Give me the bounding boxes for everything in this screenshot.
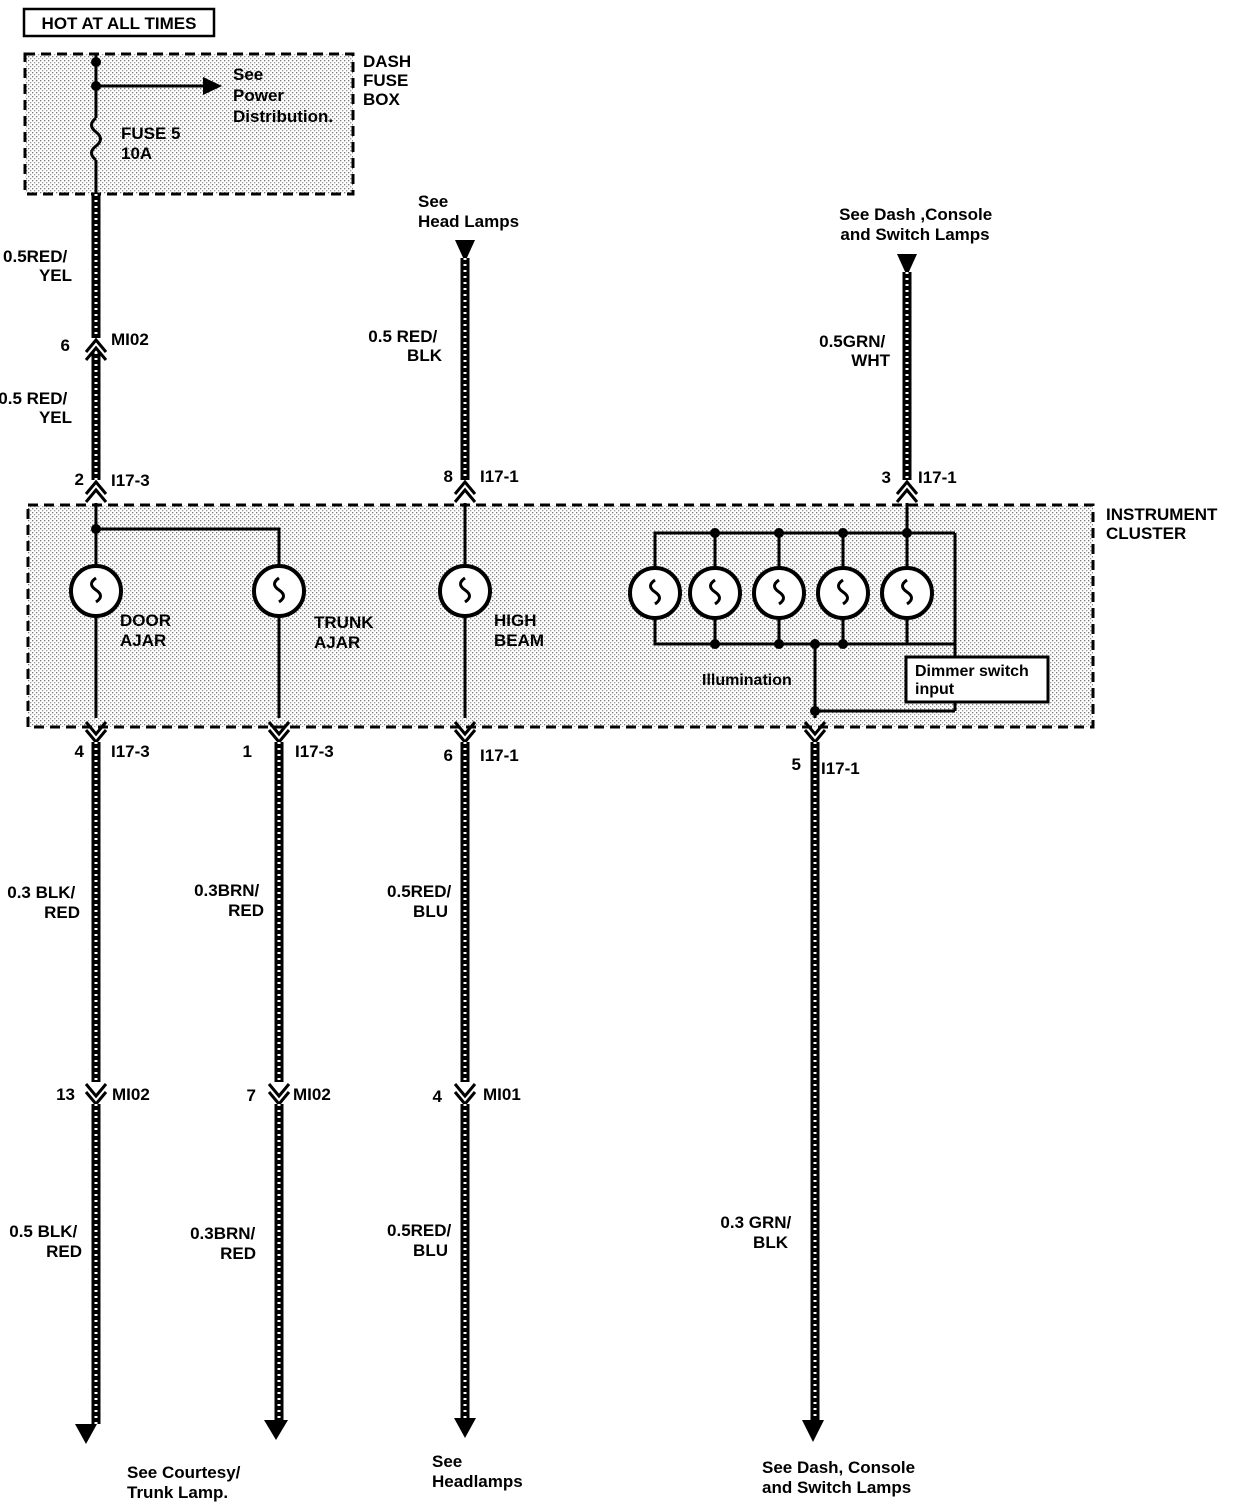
fuse-icon [90, 116, 102, 162]
connector-label: MI02 [111, 330, 149, 349]
wire-label-door-2: 0.5 BLK/ RED [9, 1222, 82, 1261]
power-distribution-ref: See Power Distribution. [233, 65, 333, 126]
connector-mi02-pin7 [267, 1083, 291, 1107]
illumination-lamp-icon [752, 566, 806, 620]
wire-label-high-1: 0.5RED/ BLU [387, 882, 456, 921]
wire-label-top-right: 0.5GRN/ WHT [819, 332, 890, 370]
pin-label: 8 [444, 467, 453, 486]
connector-mi02-pin13 [84, 1083, 108, 1107]
connector-label: I17-1 [918, 468, 957, 487]
illumination-lamp-icon [688, 566, 742, 620]
wire-label-high-2: 0.5RED/ BLU [387, 1221, 456, 1260]
dash-lamps-ref-top: See Dash ,Console and Switch Lamps [839, 205, 997, 244]
connector-label: I17-1 [821, 759, 860, 778]
fuse-box-name: DASH FUSE BOX [363, 52, 416, 109]
pin-label: 1 [243, 742, 252, 761]
pin-label: 2 [75, 470, 84, 489]
connector-i17-1-pin8 [453, 479, 477, 503]
fuse-label: FUSE 5 10A [121, 124, 185, 163]
pin-label: 6 [61, 336, 70, 355]
wire-label-top-left-2: 0.5 RED/ YEL [0, 389, 72, 427]
dash-lamps-ref-bottom: See Dash, Console and Switch Lamps [762, 1458, 920, 1497]
door-ajar-lamp-icon [69, 564, 123, 618]
arrow-down-icon [454, 1418, 476, 1438]
high-beam-lamp-icon [438, 564, 492, 618]
pin-label: 6 [444, 746, 453, 765]
pin-label: 4 [75, 742, 85, 761]
trunk-ajar-lamp-icon [252, 564, 306, 618]
connector-i17-1-pin3 [895, 479, 919, 503]
headlamps-ref: See Headlamps [432, 1452, 523, 1491]
illumination-lamps [628, 503, 957, 718]
wire-label-top-mid: 0.5 RED/ BLK [368, 327, 442, 365]
dimmer-switch-label: Dimmer switch input [915, 663, 1033, 698]
pin-label: 3 [882, 468, 891, 487]
arrow-down-icon [802, 1420, 824, 1442]
dash-fuse-box [23, 52, 355, 196]
head-lamps-ref: See Head Lamps [418, 192, 519, 231]
hot-label-box [22, 7, 216, 38]
wire-label-door-1: 0.3 BLK/ RED [7, 883, 80, 922]
illumination-lamp-icon [816, 566, 870, 620]
connector-i17-3-in [84, 479, 108, 503]
high-beam-label: HIGH BEAM [494, 611, 544, 650]
door-ajar-label: DOOR AJAR [120, 611, 176, 650]
connector-mi01-pin4 [453, 1083, 477, 1107]
trunk-ajar-label: TRUNK AJAR [314, 613, 378, 652]
wire-label-illum: 0.3 GRN/ BLK [720, 1213, 796, 1252]
wire-label-trunk-1: 0.3BRN/ RED [194, 881, 264, 920]
illumination-lamp-icon [628, 566, 682, 620]
arrow-down-icon [455, 240, 475, 262]
dimmer-switch-box [904, 655, 1050, 704]
courtesy-lamp-ref: See Courtesy/ Trunk Lamp. [127, 1463, 245, 1502]
connector-mi02-top [84, 337, 108, 361]
connector-label: MI02 [112, 1085, 150, 1104]
wire-label-top-left-1: 0.5RED/ YEL [3, 247, 72, 285]
illumination-lamp-icon [880, 566, 934, 620]
illumination-label: Illumination [702, 672, 792, 689]
arrow-down-icon [75, 1424, 97, 1444]
pin-label: 7 [247, 1086, 256, 1105]
arrow-down-icon [264, 1420, 288, 1440]
connector-label: I17-3 [295, 742, 334, 761]
hot-label: HOT AT ALL TIMES [42, 14, 197, 33]
pin-label: 4 [433, 1087, 443, 1106]
pin-label: 13 [56, 1085, 75, 1104]
arrow-down-icon [897, 254, 917, 276]
wire-label-trunk-2: 0.3BRN/ RED [190, 1224, 260, 1263]
connector-label: MI01 [483, 1085, 521, 1104]
connector-label: I17-1 [480, 746, 519, 765]
instrument-cluster-label: INSTRUMENT CLUSTER [1106, 505, 1222, 543]
pin-label: 5 [792, 755, 801, 774]
connector-label: I17-3 [111, 471, 150, 490]
connector-label: I17-1 [480, 467, 519, 486]
connector-label: I17-3 [111, 742, 150, 761]
connector-label: MI02 [293, 1085, 331, 1104]
